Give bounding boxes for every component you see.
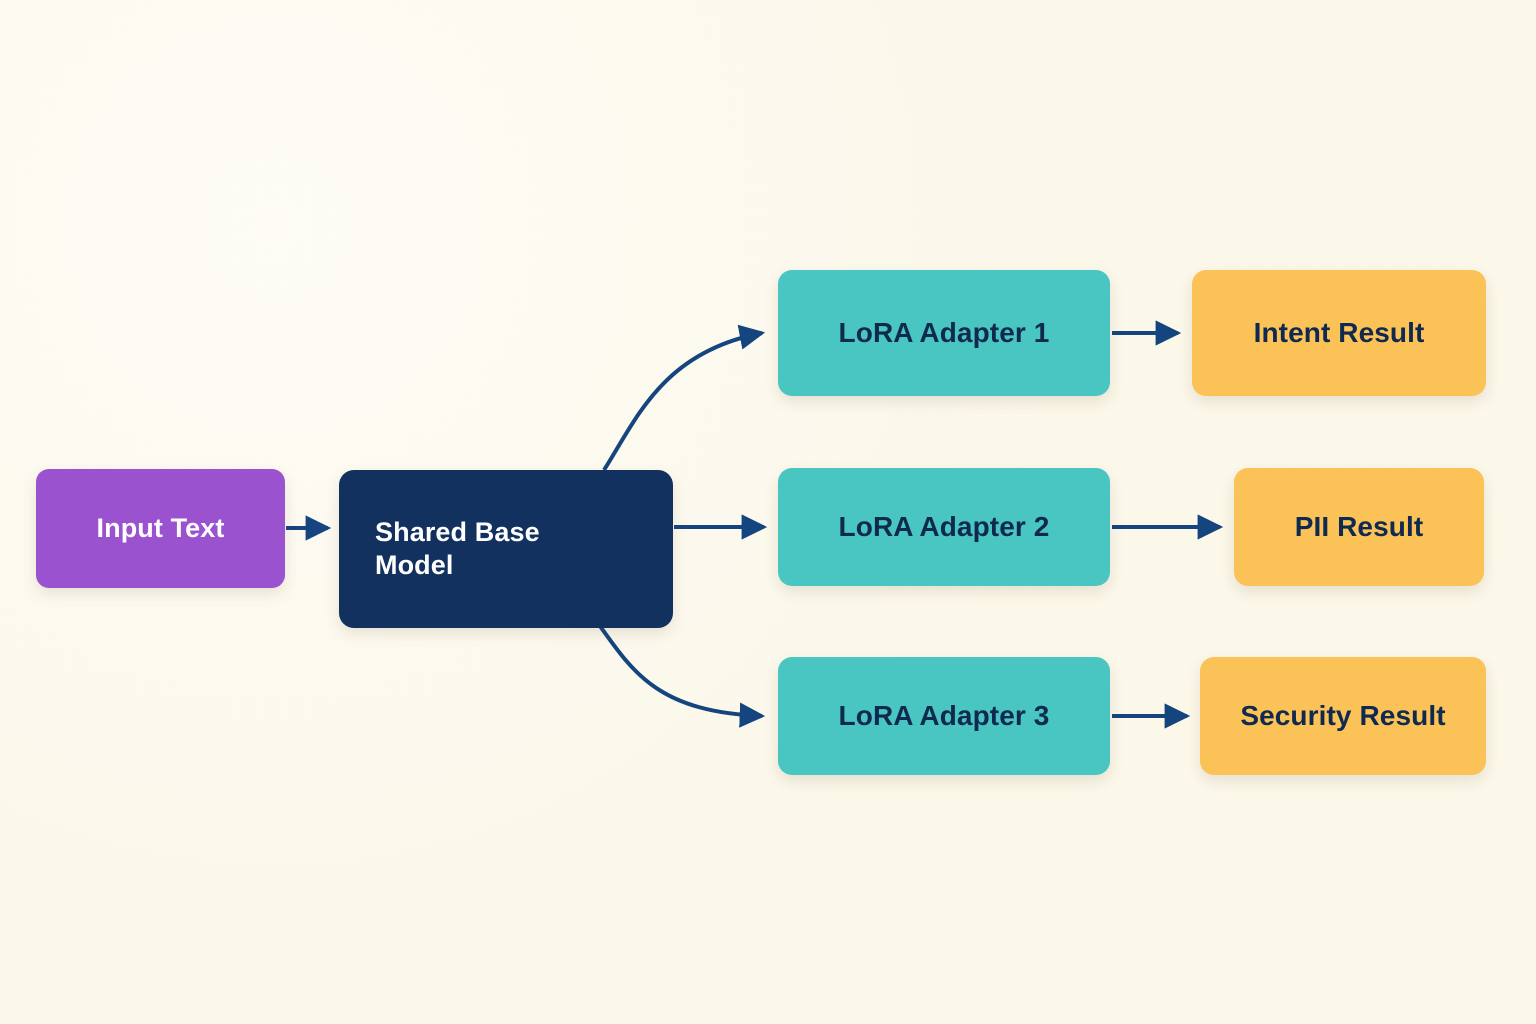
node-lora-adapter-3[interactable]: LoRA Adapter 3 — [778, 657, 1110, 775]
node-security-result[interactable]: Security Result — [1200, 657, 1486, 775]
edge-base-to-lora3 — [598, 624, 766, 728]
node-lora-adapter-1-label: LoRA Adapter 1 — [838, 316, 1050, 348]
node-shared-base-model-label: Shared Base Model — [375, 516, 637, 582]
node-lora-adapter-3-label: LoRA Adapter 3 — [838, 699, 1050, 731]
node-pii-result[interactable]: PII Result — [1234, 468, 1484, 586]
node-input-text[interactable]: Input Text — [36, 469, 285, 588]
node-pii-result-label: PII Result — [1294, 510, 1424, 542]
node-shared-base-model-line1: Shared Base — [375, 517, 540, 548]
node-security-result-label: Security Result — [1240, 699, 1446, 731]
node-intent-result-label: Intent Result — [1253, 316, 1425, 348]
node-lora-adapter-1[interactable]: LoRA Adapter 1 — [778, 270, 1110, 396]
node-lora-adapter-2-label: LoRA Adapter 2 — [838, 510, 1050, 542]
edge-base-to-lora1 — [602, 324, 766, 472]
node-shared-base-model-line2: Model — [375, 550, 454, 580]
node-intent-result[interactable]: Intent Result — [1192, 270, 1486, 396]
node-lora-adapter-2[interactable]: LoRA Adapter 2 — [778, 468, 1110, 586]
node-input-text-label: Input Text — [96, 513, 225, 544]
node-shared-base-model[interactable]: Shared Base Model — [339, 470, 673, 628]
